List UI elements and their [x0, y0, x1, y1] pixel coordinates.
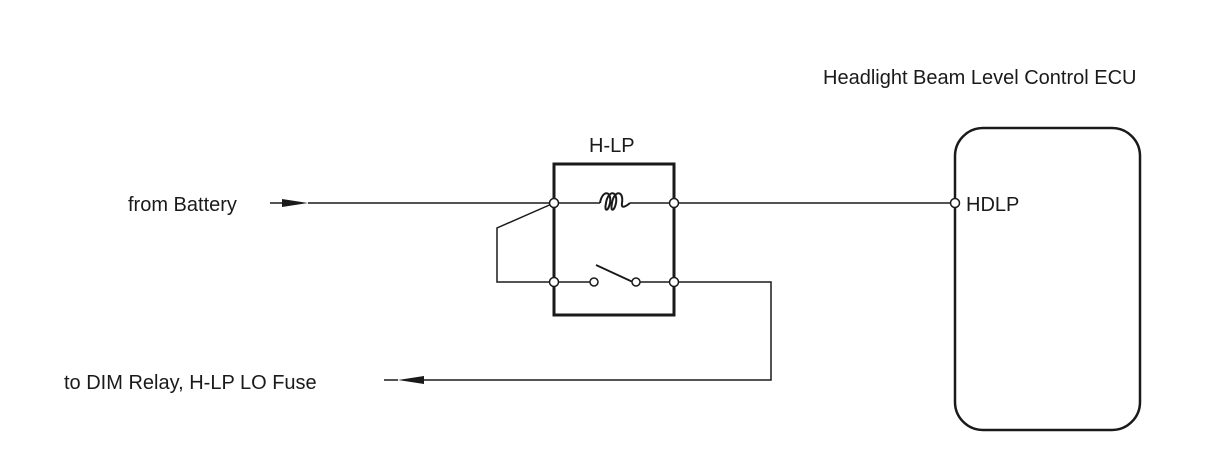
from-battery-label: from Battery [128, 194, 237, 216]
battery-arrow-icon [282, 199, 308, 207]
ecu-title: Headlight Beam Level Control ECU [823, 67, 1137, 89]
terminal-switch-out [668, 276, 680, 288]
dim-relay-wire [424, 281, 772, 381]
dim-relay-arrow-icon [398, 376, 424, 384]
switch-blade [595, 264, 636, 284]
ecu-box [953, 126, 1142, 432]
relay-box [552, 162, 676, 317]
to-dim-relay-label: to DIM Relay, H-LP LO Fuse [64, 372, 317, 394]
switch-contact-right [631, 277, 641, 287]
switch-feed-wire [496, 202, 555, 283]
terminal-coil-out [668, 197, 680, 209]
hdlp-terminal-label: HDLP [966, 194, 1019, 216]
coil-icon [599, 192, 631, 211]
relay-label: H-LP [589, 135, 635, 157]
terminal-switch-in [548, 276, 560, 288]
terminal-battery-in [548, 197, 560, 209]
switch-contact-left [589, 277, 599, 287]
terminal-hdlp [949, 197, 961, 209]
